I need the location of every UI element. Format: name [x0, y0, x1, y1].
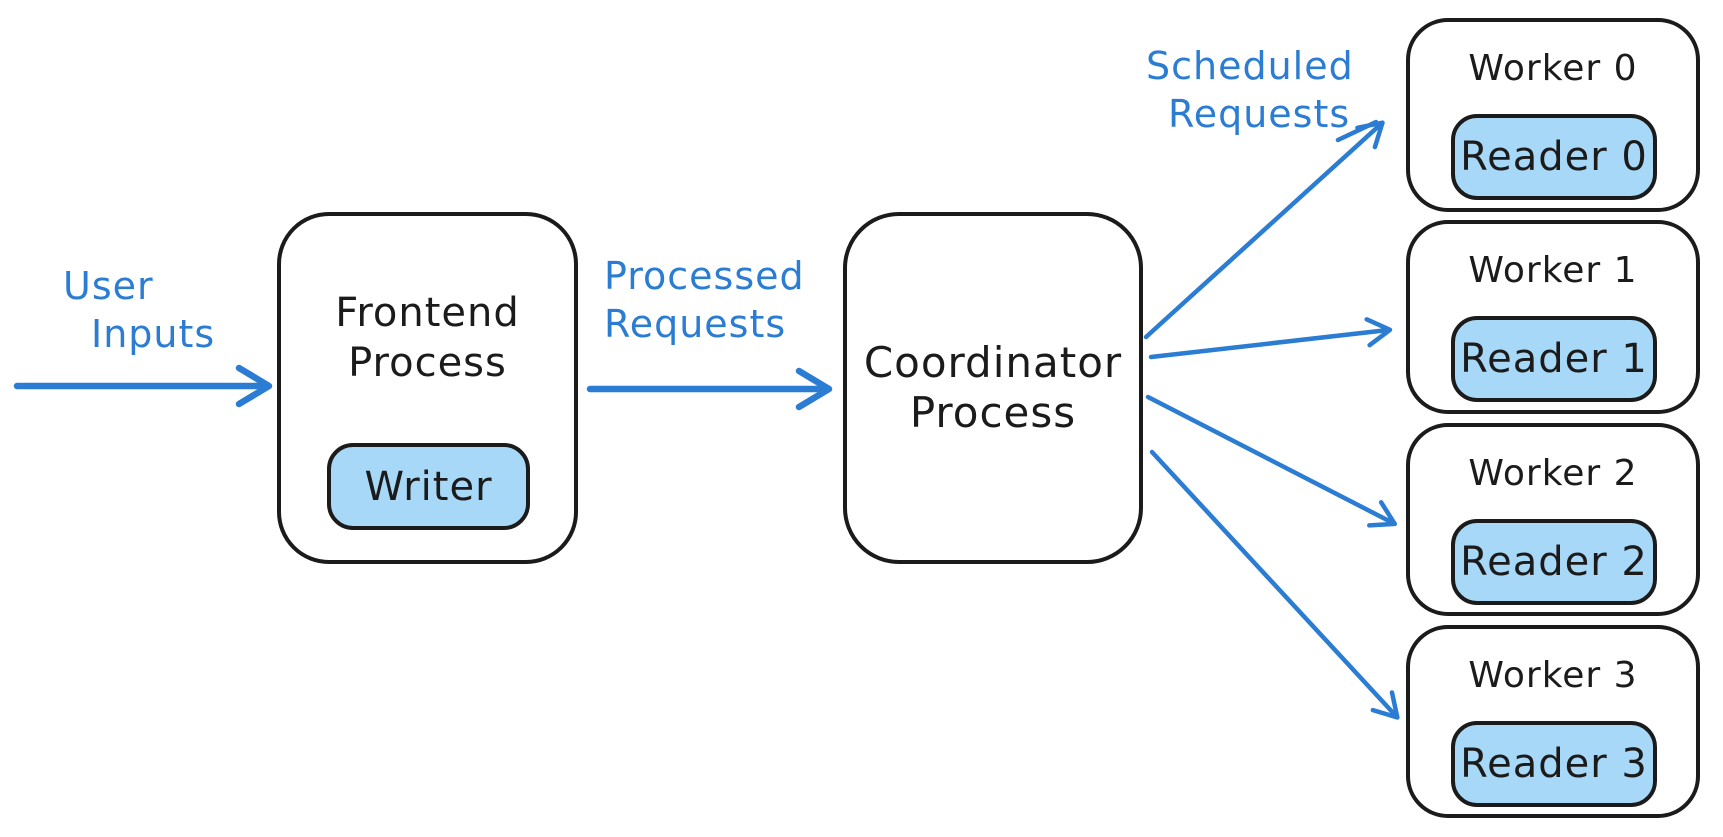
scheduled-requests-label: Scheduled Requests [1146, 42, 1354, 138]
user-inputs-line2: Inputs [91, 312, 216, 356]
writer-label: Writer [364, 463, 493, 510]
reader-1-label: Reader 1 [1460, 336, 1648, 382]
worker-0-label: Worker 0 [1468, 48, 1638, 89]
reader-0-chip: Reader 0 [1451, 114, 1657, 200]
frontend-title-line2: Process [348, 340, 507, 386]
frontend-process-title: Frontend Process [281, 288, 574, 388]
worker-1-box: Worker 1 Reader 1 [1406, 220, 1700, 414]
worker-1-label: Worker 1 [1468, 250, 1638, 291]
reader-0-label: Reader 0 [1460, 134, 1648, 180]
coordinator-process-title: Coordinator Process [847, 338, 1139, 438]
scheduled-arrow-worker-2 [1145, 394, 1398, 528]
worker-2-box: Worker 2 Reader 2 [1406, 423, 1700, 616]
frontend-title-line1: Frontend [335, 290, 520, 336]
scheduled-requests-line1: Scheduled [1146, 44, 1354, 88]
worker-3-label: Worker 3 [1468, 655, 1638, 696]
worker-3-box: Worker 3 Reader 3 [1406, 625, 1700, 818]
processed-requests-line2: Requests [604, 302, 787, 346]
coordinator-title-line2: Process [909, 388, 1077, 437]
processed-requests-label: Processed Requests [604, 252, 805, 348]
scheduled-arrow-worker-3 [1149, 449, 1400, 720]
processed-requests-line1: Processed [604, 254, 805, 298]
reader-2-label: Reader 2 [1460, 539, 1648, 585]
reader-3-label: Reader 3 [1460, 741, 1648, 787]
scheduled-requests-line2: Requests [1168, 92, 1351, 136]
coordinator-title-line1: Coordinator [863, 338, 1123, 387]
coordinator-process-box: Coordinator Process [843, 212, 1143, 564]
reader-1-chip: Reader 1 [1451, 316, 1657, 402]
worker-0-box: Worker 0 Reader 0 [1406, 18, 1700, 212]
writer-chip: Writer [327, 443, 530, 530]
scheduled-arrow-worker-0 [1143, 120, 1385, 340]
user-inputs-label: User Inputs [63, 262, 215, 358]
scheduled-arrow-worker-1 [1148, 317, 1393, 360]
reader-3-chip: Reader 3 [1451, 721, 1657, 807]
frontend-process-box: Frontend Process Writer [277, 212, 578, 564]
worker-2-label: Worker 2 [1468, 453, 1638, 494]
user-inputs-line1: User [63, 264, 154, 308]
reader-2-chip: Reader 2 [1451, 519, 1657, 605]
